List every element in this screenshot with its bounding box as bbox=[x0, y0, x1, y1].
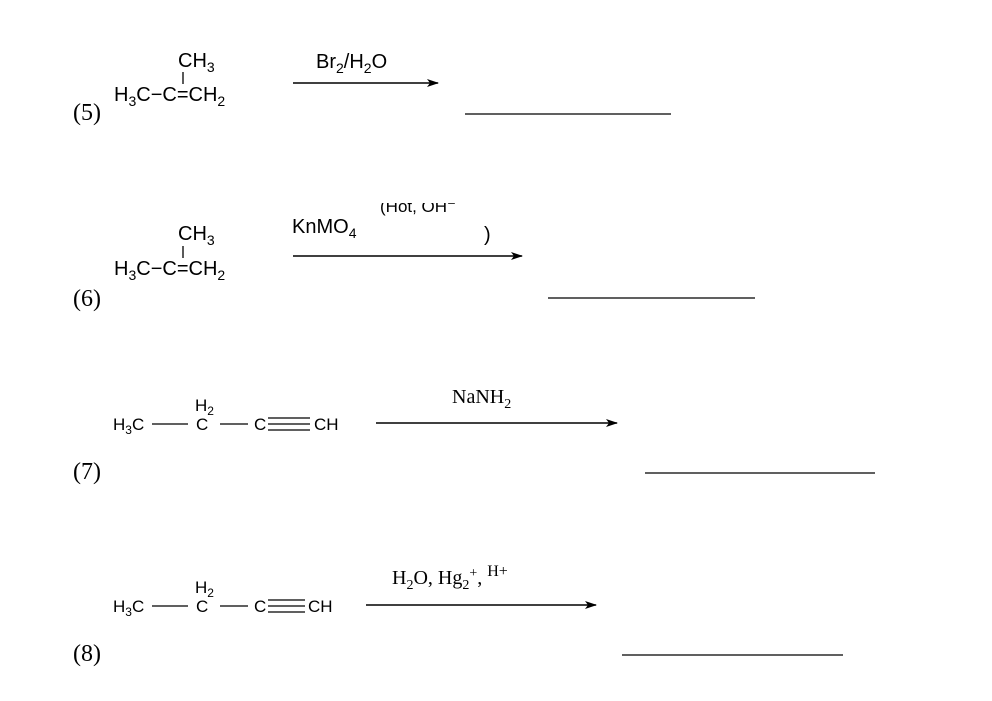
h3c-group: H3C−C=CH2 bbox=[114, 84, 225, 109]
reaction-6: (6) CH3 H3C−C=CH2 KnMO4 (Hot, OH⁻ ) bbox=[73, 197, 755, 312]
ch2-carbon: C bbox=[196, 415, 208, 434]
methyl-group: CH3 bbox=[178, 50, 215, 75]
reaction-number: (5) bbox=[73, 100, 101, 126]
terminal-ch: CH bbox=[308, 597, 333, 616]
reaction-number: (6) bbox=[73, 286, 101, 312]
reagent-label: Br2/H2O bbox=[316, 51, 387, 76]
alkyne-carbon: C bbox=[254, 597, 266, 616]
reagent-label: KnMO4 bbox=[292, 216, 357, 241]
reaction-number: (7) bbox=[73, 459, 101, 485]
methyl-group: CH3 bbox=[178, 223, 215, 248]
reagent-condition-close: ) bbox=[484, 224, 491, 246]
clip-mask bbox=[370, 190, 490, 203]
reaction-5: (5) CH3 H3C−C=CH2 Br2/H2O bbox=[73, 50, 671, 126]
reagent-label: H2O, Hg2+, H+ bbox=[392, 563, 508, 593]
reactant-structure: H3C H2 C C CH bbox=[113, 578, 333, 619]
h3c-group: H3C−C=CH2 bbox=[114, 258, 225, 283]
alkyne-carbon: C bbox=[254, 415, 266, 434]
reaction-8: (8) H3C H2 C C CH H2O, Hg2+, H+ bbox=[73, 563, 843, 667]
terminal-ch: CH bbox=[314, 415, 339, 434]
h3c-group: H3C bbox=[113, 415, 144, 437]
reactant-structure: H3C H2 C C CH bbox=[113, 396, 339, 437]
h3c-group: H3C bbox=[113, 597, 144, 619]
reaction-number: (8) bbox=[73, 641, 101, 667]
reactant-structure: CH3 H3C−C=CH2 bbox=[114, 50, 225, 109]
reactant-structure: CH3 H3C−C=CH2 bbox=[114, 223, 225, 283]
ch2-carbon: C bbox=[196, 597, 208, 616]
reaction-7: (7) H3C H2 C C CH NaNH2 bbox=[73, 386, 875, 485]
reagent-label: NaNH2 bbox=[452, 386, 511, 412]
